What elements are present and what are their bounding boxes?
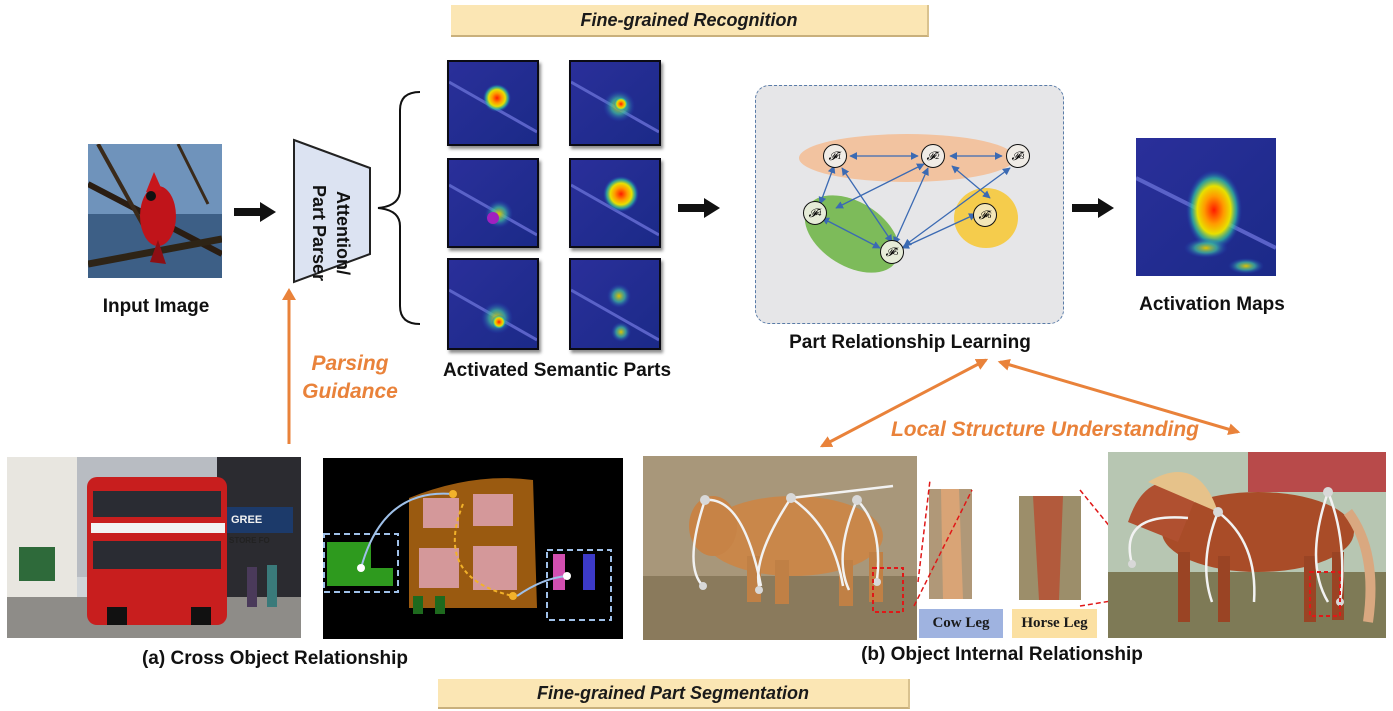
semantic-part-map-3 xyxy=(447,158,539,248)
input-image-label: Input Image xyxy=(102,296,210,317)
banner-top-text: Fine-grained Recognition xyxy=(580,9,798,30)
arrow-parts-to-graph xyxy=(678,198,720,218)
store-sign-text: GREE xyxy=(231,514,262,526)
parser-label: Attention/ Part Parser xyxy=(309,184,353,282)
semantic-part-map-5 xyxy=(447,258,539,350)
cross-object-label: (a) Cross Object Relationship xyxy=(141,648,409,669)
part-relationship-label: Part Relationship Learning xyxy=(789,332,1031,353)
arrow-input-to-parser xyxy=(234,202,276,222)
bus-segmentation-map xyxy=(323,458,623,639)
semantic-part-map-2 xyxy=(569,60,661,146)
parsing-guidance-arrow xyxy=(282,288,296,444)
input-image xyxy=(88,144,222,278)
brace xyxy=(377,91,421,325)
horse-photo xyxy=(1108,452,1386,638)
fine-grained-part-segmentation-banner: Fine-grained Part Segmentation xyxy=(438,679,910,709)
cow-leg-tag: Cow Leg xyxy=(919,609,1003,638)
semantic-part-map-4 xyxy=(569,158,661,248)
bus-photo: GREE STORE FO xyxy=(7,457,301,638)
cow-leg-crop xyxy=(929,489,972,599)
arrow-graph-to-activation xyxy=(1072,198,1114,218)
local-structure-arrows xyxy=(819,358,1241,448)
activated-parts-label: Activated Semantic Parts xyxy=(442,360,672,381)
horse-leg-crop xyxy=(1019,496,1081,600)
parsing-guidance-label: Parsing Guidance xyxy=(302,352,398,403)
attention-part-parser-block xyxy=(293,138,371,284)
activation-map xyxy=(1136,138,1276,276)
store-sign-text-2: STORE FO xyxy=(229,536,270,545)
local-structure-label: Local Structure Understanding xyxy=(890,418,1200,441)
activation-maps-label: Activation Maps xyxy=(1139,294,1285,315)
semantic-part-map-1 xyxy=(447,60,539,146)
fine-grained-recognition-banner: Fine-grained Recognition xyxy=(451,5,929,37)
internal-relationship-label: (b) Object Internal Relationship xyxy=(861,644,1143,665)
cow-photo xyxy=(643,456,917,640)
horse-leg-tag: Horse Leg xyxy=(1012,609,1097,638)
semantic-part-map-6 xyxy=(569,258,661,350)
banner-bottom-text: Fine-grained Part Segmentation xyxy=(536,682,810,703)
